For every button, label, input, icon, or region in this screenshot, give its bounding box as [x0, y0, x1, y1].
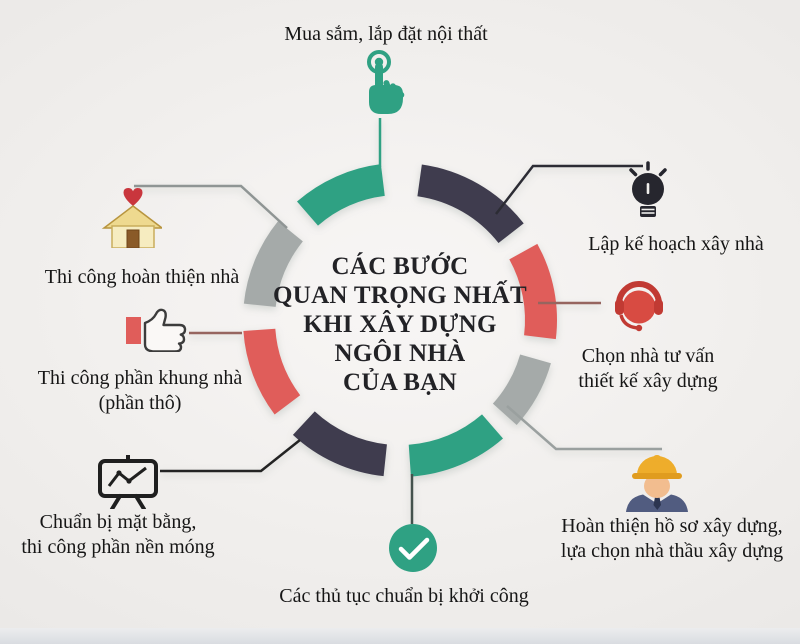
title-line: KHI XÂY DỰNG: [303, 311, 497, 338]
title-line: NGÔI NHÀ: [334, 340, 466, 367]
connector-right-top: [495, 164, 643, 215]
step-label-line: thiết kế xây dựng: [578, 370, 718, 392]
ring-segment-navy-bottom-left: [292, 411, 387, 477]
center-title: CÁC BƯỚC QUAN TRỌNG NHẤT KHI XÂY DỰNG NG…: [270, 252, 530, 397]
step-label-consultant: Chọn nhà tư vấn thiết kế xây dựng: [548, 344, 748, 394]
step-label-ground-breaking: Các thủ tục chuẩn bị khởi công: [254, 584, 554, 609]
hand-click-icon: [367, 50, 405, 114]
presentation-chart-icon: [98, 455, 158, 509]
title-line: QUAN TRỌNG NHẤT: [272, 282, 528, 309]
connector-left-top: [134, 184, 288, 229]
step-label-line: Hoàn thiện hồ sơ xây dựng,: [561, 515, 783, 537]
title-line: CỦA BẠN: [343, 369, 457, 396]
step-label-line: (phần thô): [98, 392, 182, 414]
step-label-planning: Lập kế hoạch xây nhà: [556, 232, 796, 257]
house-heart-icon: [101, 188, 162, 248]
step-label-line: lựa chọn nhà thầu xây dựng: [560, 540, 784, 562]
step-label-contractor: Hoàn thiện hồ sơ xây dựng, lựa chọn nhà …: [537, 514, 800, 564]
step-label-line: Lập kế hoạch xây nhà: [588, 233, 764, 255]
step-label-line: Chọn nhà tư vấn: [581, 345, 715, 367]
step-label-finishing: Thi công hoàn thiện nhà: [22, 265, 262, 290]
step-label-line: thi công phần nền móng: [21, 536, 215, 558]
ring-segment-teal-top-left: [296, 164, 385, 226]
construction-worker-icon: [626, 455, 688, 512]
step-label-line: Mua sắm, lắp đặt nội thất: [284, 23, 488, 45]
title-line: CÁC BƯỚC: [331, 253, 469, 280]
bottom-strip: [0, 628, 800, 644]
checkmark-icon: [389, 524, 437, 572]
step-label-line: Các thủ tục chuẩn bị khởi công: [279, 585, 529, 607]
step-label-frame: Thi công phần khung nhà (phần thô): [20, 366, 260, 416]
connector-right-bottom: [506, 405, 662, 451]
connector-left-bottom: [160, 439, 301, 473]
ring-segment-navy-top-right: [417, 164, 524, 244]
step-label-line: Chuẩn bị mặt bằng,: [39, 511, 197, 533]
ring-segment-red-right: [509, 243, 558, 340]
ring-segment-red-bottom-left: [243, 328, 301, 415]
ring-segment-teal-bottom: [408, 414, 504, 477]
lightbulb-icon: [629, 161, 667, 217]
step-label-shopping: Mua sắm, lắp đặt nội thất: [236, 22, 536, 47]
ring-segment-gray-left: [243, 221, 303, 307]
step-label-line: Thi công phần khung nhà: [37, 367, 243, 389]
step-label-foundation: Chuẩn bị mặt bằng, thi công phần nền món…: [0, 510, 236, 560]
thumbs-up-icon: [126, 308, 187, 352]
step-label-line: Thi công hoàn thiện nhà: [44, 266, 240, 288]
headset-icon: [615, 281, 663, 332]
